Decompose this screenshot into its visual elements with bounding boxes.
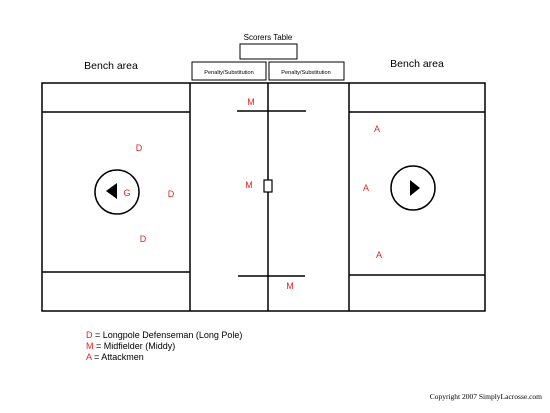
player-defense-top: D [136, 143, 143, 153]
scorers-table-box [239, 43, 298, 60]
legend-item-attack: A = Attackmen [86, 352, 242, 363]
crease-left [94, 169, 140, 215]
legend-text: = Attackmen [91, 352, 144, 362]
player-defense-mid: D [168, 189, 175, 199]
bench-area-right-label: Bench area [390, 58, 444, 70]
legend-letter: A [86, 352, 92, 362]
player-attack-top: A [374, 124, 380, 134]
player-mid-center: M [245, 180, 253, 190]
player-mid-top: M [247, 97, 255, 107]
bench-area-left-label: Bench area [84, 60, 138, 72]
goal-left-icon [106, 183, 117, 199]
copyright-text: Copyright 2007 SimplyLacrosse.com [429, 392, 542, 401]
faceoff-x [263, 179, 273, 193]
legend-text: = Longpole Defenseman (Long Pole) [92, 330, 243, 340]
legend-item-defense: D = Longpole Defenseman (Long Pole) [86, 330, 242, 341]
penalty-box-left-label: Penalty/Substitution [204, 70, 253, 76]
legend: D = Longpole Defenseman (Long Pole) M = … [86, 330, 242, 363]
player-attack-mid: A [363, 183, 369, 193]
penalty-box-left [191, 61, 267, 81]
crease-right [390, 165, 436, 211]
penalty-box-right [268, 61, 345, 81]
player-attack-bottom: A [376, 250, 382, 260]
legend-letter: D [86, 330, 93, 340]
legend-letter: M [86, 341, 94, 351]
legend-text: = Midfielder (Middy) [93, 341, 176, 351]
player-defense-bottom: D [140, 234, 147, 244]
penalty-box-right-label: Penalty/Substitution [281, 70, 330, 76]
player-mid-bottom: M [286, 281, 294, 291]
scorers-table-label: Scorers Table [244, 33, 293, 42]
field-boundary [41, 82, 486, 312]
player-goalie: G [123, 188, 130, 198]
goal-right-icon [410, 180, 420, 196]
legend-item-midfield: M = Midfielder (Middy) [86, 341, 242, 352]
